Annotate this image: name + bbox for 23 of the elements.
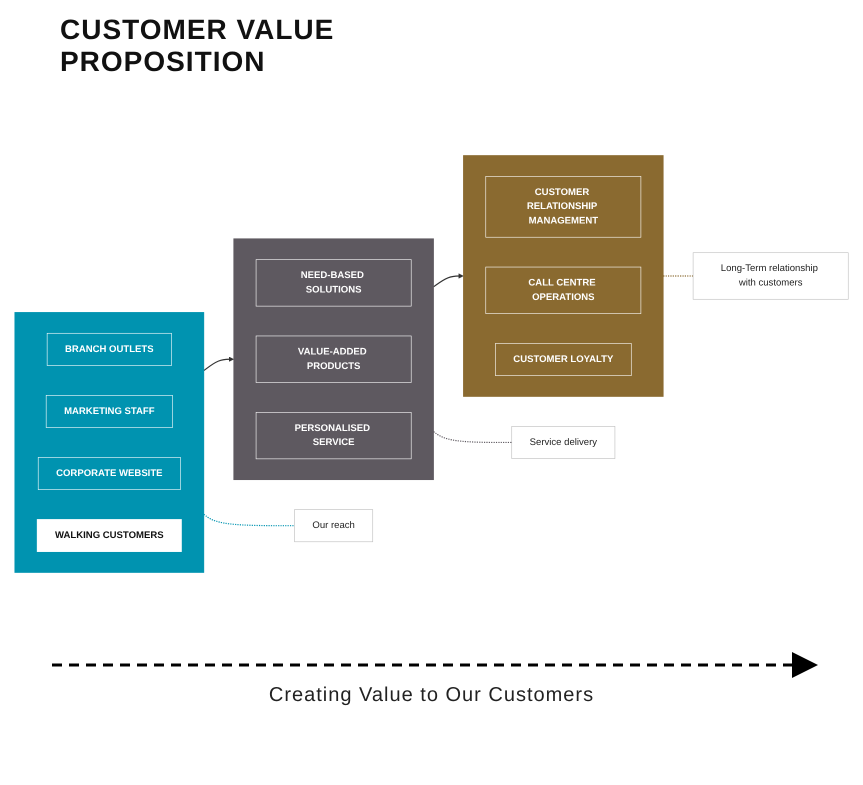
node-box: NEED-BASED SOLUTIONS — [256, 259, 412, 306]
cluster — [14, 312, 204, 573]
cluster — [463, 155, 664, 397]
node-box: CUSTOMER LOYALTY — [495, 343, 632, 376]
node-box: Our reach — [294, 509, 374, 542]
node-box: BRANCH OUTLETS — [46, 332, 172, 366]
connector — [204, 514, 295, 526]
node-box: CALL CENTRE OPERATIONS — [485, 266, 642, 314]
arrow — [433, 273, 464, 288]
node-box: CORPORATE WEBSITE — [38, 457, 181, 490]
connector — [433, 431, 512, 444]
diagram-title: CUSTOMER VALUE PROPOSITION — [60, 14, 336, 78]
node-box: Long-Term relationship with customers — [692, 252, 849, 300]
node-box: WALKING CUSTOMERS — [36, 519, 182, 552]
arrow — [204, 356, 234, 372]
node-box: VALUE-ADDED PRODUCTS — [256, 336, 412, 383]
node-box: PERSONALISED SERVICE — [256, 412, 412, 460]
connector — [663, 275, 694, 277]
node-box: MARKETING STAFF — [46, 395, 173, 428]
node-box: Service delivery — [511, 426, 616, 459]
node-box: CUSTOMER RELATIONSHIP MANAGEMENT — [485, 176, 642, 238]
caption-text: Creating Value to Our Customers — [268, 684, 596, 707]
cluster — [233, 238, 434, 480]
